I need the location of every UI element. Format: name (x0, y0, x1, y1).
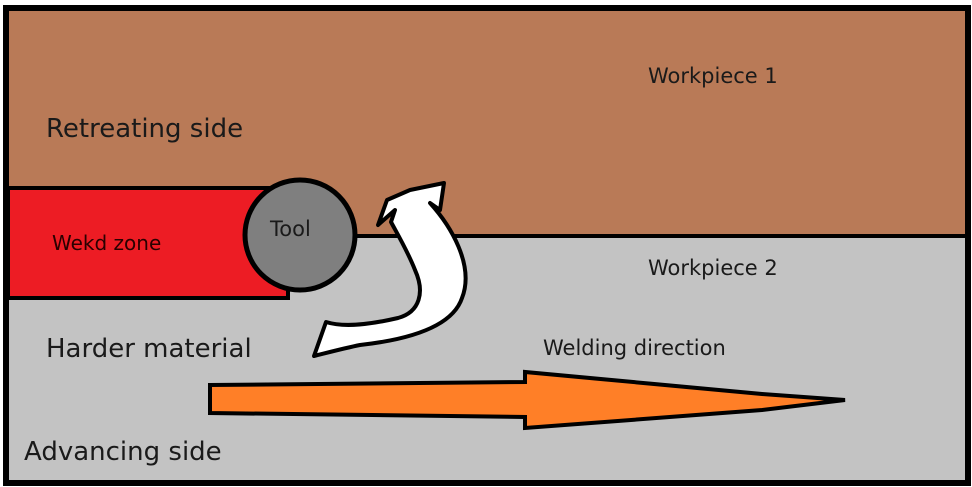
retreating-side-label: Retreating side (46, 114, 244, 144)
workpiece-1-label: Workpiece 1 (648, 64, 778, 88)
weld-zone-label: Wekd zone (52, 231, 162, 255)
tool-circle (242, 177, 358, 293)
harder-material-label: Harder material (46, 334, 252, 364)
tool-label: Tool (270, 217, 311, 241)
rotation-arrow-icon (312, 181, 468, 358)
outer-border (3, 5, 971, 486)
advancing-side-label: Advancing side (24, 437, 222, 467)
workpiece-2-label: Workpiece 2 (648, 256, 778, 280)
welding-direction-arrow (208, 369, 846, 431)
welding-direction-label: Welding direction (543, 336, 726, 360)
